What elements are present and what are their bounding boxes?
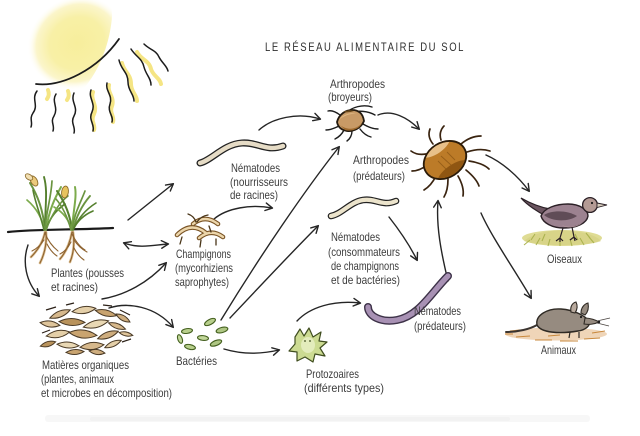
svg-text:Animaux: Animaux [541, 343, 576, 357]
svg-text:Arthropodes: Arthropodes [330, 77, 385, 91]
svg-text:(mycorhiziens: (mycorhiziens [175, 261, 233, 275]
svg-text:saprophytes): saprophytes) [175, 275, 229, 289]
svg-text:Arthropodes: Arthropodes [353, 153, 409, 167]
svg-text:Matières organiques: Matières organiques [42, 358, 129, 372]
svg-text:(nourrisseurs: (nourrisseurs [230, 175, 288, 189]
svg-text:Champignons: Champignons [176, 247, 231, 261]
svg-text:LE RÉSEAU ALIMENTAIRE DU SOL: LE RÉSEAU ALIMENTAIRE DU SOL [265, 39, 465, 54]
svg-text:Plantes (pousses: Plantes (pousses [51, 266, 124, 280]
svg-text:Nématodes: Nématodes [331, 230, 380, 244]
svg-text:de champignons: de champignons [331, 259, 399, 273]
svg-text:et racines): et racines) [51, 280, 98, 294]
svg-text:(broyeurs): (broyeurs) [328, 90, 372, 104]
svg-text:(prédateurs): (prédateurs) [414, 319, 466, 333]
svg-text:Nématodes: Nématodes [414, 304, 461, 318]
svg-text:et de bactéries): et de bactéries) [331, 273, 400, 287]
svg-text:(plantes, animaux: (plantes, animaux [41, 372, 114, 386]
svg-text:Protozoaires: Protozoaires [306, 367, 359, 381]
svg-text:Bactéries: Bactéries [176, 354, 217, 368]
svg-text:Oiseaux: Oiseaux [547, 252, 582, 266]
svg-text:de racines): de racines) [230, 188, 278, 202]
svg-text:et microbes en décomposition): et microbes en décomposition) [41, 386, 172, 400]
svg-text:(différents types): (différents types) [304, 381, 384, 395]
svg-text:Nématodes: Nématodes [231, 161, 280, 175]
svg-text:(prédateurs): (prédateurs) [353, 169, 405, 183]
svg-text:(consommateurs: (consommateurs [328, 245, 400, 259]
